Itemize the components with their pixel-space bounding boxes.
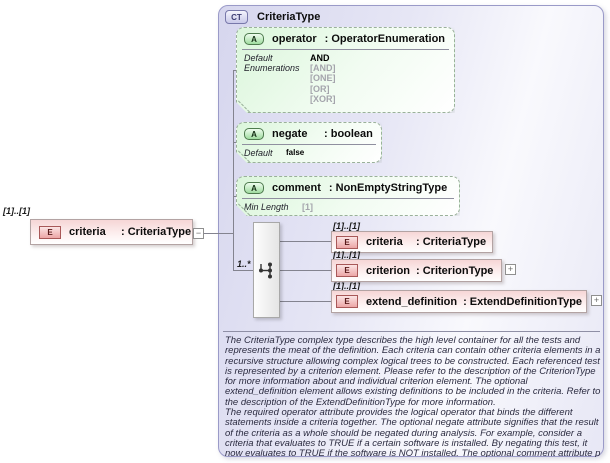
element-badge-icon: E — [336, 264, 358, 277]
description-paragraph: The required operator attribute provides… — [225, 407, 601, 457]
facet-value: [1] — [302, 202, 313, 212]
element-type: : CriterionType — [416, 264, 494, 277]
element-name: extend_definition — [366, 295, 458, 308]
expand-toggle[interactable]: + — [591, 295, 602, 306]
element-extend-definition[interactable]: E extend_definition : ExtendDefinitionTy… — [331, 290, 587, 313]
facet-value: [AND] — [310, 63, 336, 74]
complex-type-badge-icon: CT — [225, 10, 248, 24]
collapse-toggle[interactable]: − — [193, 228, 204, 239]
connector-line — [280, 301, 331, 302]
choice-compositor[interactable] — [253, 222, 280, 318]
attribute-type: : boolean — [324, 128, 373, 140]
element-name: criteria — [69, 226, 106, 238]
type-description: The CriteriaType complex type describes … — [225, 336, 601, 457]
expand-toggle[interactable]: + — [505, 264, 516, 275]
group-cardinality-label: 1..* — [237, 259, 251, 269]
element-badge-icon: E — [336, 235, 358, 249]
facet-value: [ONE] — [310, 73, 336, 84]
child-cardinality-label: [1]..[1] — [333, 281, 360, 291]
root-cardinality-label: [1]..[1] — [3, 206, 30, 216]
facet-divider — [242, 49, 449, 50]
connector-line — [233, 196, 237, 197]
connector-line — [233, 70, 234, 270]
attribute-header: A operator : OperatorEnumeration — [237, 28, 454, 48]
facet-table: Default AND Enumerations [AND] [ONE] [OR… — [237, 50, 454, 104]
attribute-name: comment — [272, 182, 321, 194]
description-paragraph: The CriteriaType complex type describes … — [225, 336, 601, 408]
connector-line — [233, 70, 237, 71]
child-cardinality-label: [1]..[1] — [333, 221, 360, 231]
element-name: criteria — [366, 236, 403, 248]
attribute-negate[interactable]: A negate : boolean Default false — [236, 122, 382, 163]
facet-value: false — [286, 148, 305, 157]
facet-label: Default — [244, 53, 273, 63]
element-criteria-root[interactable]: E criteria : CriteriaType — [30, 219, 193, 245]
attribute-badge-icon: A — [244, 128, 264, 140]
facet-table: Default false — [237, 145, 381, 158]
facet-label: Enumerations — [244, 63, 300, 74]
facet-value: [OR] — [310, 83, 330, 94]
facet-value: AND — [310, 53, 330, 63]
element-badge-icon: E — [39, 225, 61, 239]
attribute-type: : NonEmptyStringType — [328, 182, 448, 194]
choice-icon — [257, 261, 277, 279]
attribute-name: operator — [272, 33, 317, 45]
element-name: criterion — [366, 264, 411, 277]
complex-type-header: CT CriteriaType — [225, 10, 320, 24]
facet-table: Min Length [1] — [237, 199, 459, 212]
element-criteria-child[interactable]: E criteria : CriteriaType — [331, 231, 493, 253]
attribute-comment[interactable]: A comment : NonEmptyStringType Min Lengt… — [236, 176, 460, 216]
attribute-badge-icon: A — [244, 182, 264, 194]
attribute-name: negate — [272, 128, 308, 140]
attribute-header: A comment : NonEmptyStringType — [237, 177, 459, 197]
facet-label: Default — [244, 148, 273, 158]
attribute-operator[interactable]: A operator : OperatorEnumeration Default… — [236, 27, 455, 113]
connector-line — [280, 241, 331, 242]
connector-line — [280, 270, 331, 271]
attribute-type: : OperatorEnumeration — [324, 33, 446, 45]
element-badge-icon: E — [336, 295, 358, 308]
facet-divider — [242, 198, 454, 199]
connector-line — [233, 142, 237, 143]
element-criterion[interactable]: E criterion : CriterionType — [331, 259, 502, 282]
child-cardinality-label: [1]..[1] — [333, 250, 360, 260]
facet-divider — [242, 144, 376, 145]
facet-label: Min Length — [244, 202, 289, 212]
element-type: : ExtendDefinitionType — [463, 295, 583, 308]
connector-line — [204, 233, 233, 234]
element-type: : CriteriaType — [416, 236, 487, 248]
connector-line — [233, 270, 253, 271]
description-divider — [223, 331, 600, 332]
attribute-badge-icon: A — [244, 33, 264, 45]
complex-type-title: CriteriaType — [257, 11, 321, 23]
facet-value: [XOR] — [310, 93, 336, 104]
element-type: : CriteriaType — [121, 226, 192, 238]
attribute-header: A negate : boolean — [237, 123, 381, 143]
